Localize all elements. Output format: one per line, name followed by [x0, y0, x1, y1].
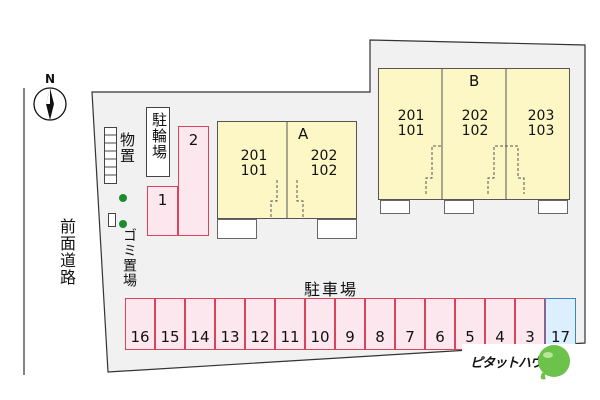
parking-slot-9: 9	[335, 298, 365, 350]
garbage-label: ゴミ置場	[121, 228, 137, 288]
parking-slot-10: 10	[305, 298, 335, 350]
bicycle-parking: 駐輪場	[146, 107, 170, 177]
parking-area-label: 駐車場	[304, 280, 359, 299]
slot-number: 1	[157, 191, 168, 209]
slot-number: 13	[220, 328, 240, 346]
slot-number: 3	[525, 328, 535, 346]
garbage-label-top: ゴミ置場	[119, 228, 139, 288]
building-b-dividers	[425, 68, 525, 200]
bicycle-parking-label: 駐輪場	[150, 112, 168, 160]
slot-number: 6	[435, 328, 445, 346]
parking-slot-5: 5	[455, 298, 485, 350]
parking-slot-6: 6	[425, 298, 455, 350]
slot-number: 15	[160, 328, 180, 346]
parking-slot-4: 4	[485, 298, 515, 350]
slot-number: 10	[310, 328, 330, 346]
parking-slot-1: 1	[147, 186, 178, 236]
building-a-unit-2: 202 102	[310, 148, 338, 179]
parking-slot-8: 8	[365, 298, 395, 350]
slot-number: 2	[188, 131, 199, 149]
building-a-divider	[270, 121, 304, 219]
compass-icon	[33, 87, 67, 121]
brand-logo-text: ピタットハウス	[470, 356, 555, 371]
building-b-unit-1: 201 101	[397, 108, 425, 139]
building-a-entrance	[317, 219, 357, 239]
building-b-name: B	[469, 72, 480, 90]
road-label: 前面道路	[57, 218, 76, 286]
parking-slot-13: 13	[215, 298, 245, 350]
slot-number: 9	[345, 328, 355, 346]
storage-structure	[104, 127, 117, 184]
parking-slot-12: 12	[245, 298, 275, 350]
slot-number: 4	[495, 328, 505, 346]
slot-number: 12	[250, 328, 270, 346]
parking-slot-14: 14	[185, 298, 215, 350]
parking-slot-7: 7	[395, 298, 425, 350]
parking-slot-2: 2	[178, 126, 209, 236]
slot-number: 17	[550, 328, 571, 346]
tree-icon	[119, 194, 127, 202]
slot-number: 16	[130, 328, 150, 346]
building-b-entrance	[444, 200, 474, 214]
building-b: B 201 101 202 102 203 103	[378, 68, 570, 200]
slot-number: 8	[375, 328, 385, 346]
tree-icon	[119, 220, 127, 228]
compass: N	[32, 72, 72, 132]
building-a-unit-1: 201 101	[240, 148, 268, 179]
brand-logo-icon	[538, 345, 570, 380]
building-b-entrance	[538, 200, 568, 214]
parking-slot-15: 15	[155, 298, 185, 350]
building-b-entrance	[380, 200, 410, 214]
building-a-name: A	[298, 125, 309, 143]
building-a-entrance	[217, 219, 257, 239]
slot-number: 7	[405, 328, 415, 346]
garbage-box	[108, 213, 116, 227]
storage-label: 物置	[118, 132, 136, 164]
slot-number: 11	[280, 328, 300, 346]
parking-slot-11: 11	[275, 298, 305, 350]
slot-number: 5	[465, 328, 475, 346]
parking-slot-16: 16	[125, 298, 155, 350]
parking-slot-17: 17	[545, 298, 576, 350]
building-b-unit-3: 203 103	[527, 108, 555, 139]
building-b-unit-2: 202 102	[461, 108, 489, 139]
slot-number: 14	[190, 328, 210, 346]
compass-n-label: N	[45, 72, 56, 86]
